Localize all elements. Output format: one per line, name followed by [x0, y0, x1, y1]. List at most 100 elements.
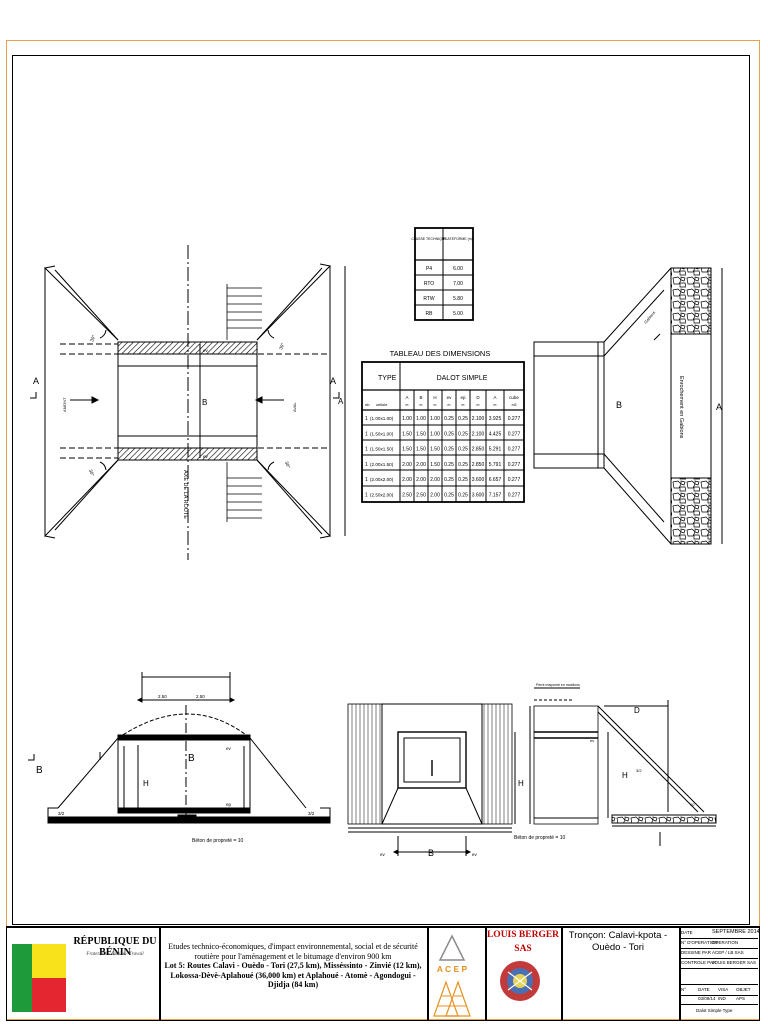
bb-ep: ep — [226, 802, 232, 807]
bottom-note: Dalot Simple Type — [696, 1008, 733, 1013]
svg-text:ev: ev — [447, 395, 453, 400]
svg-text:cube: cube — [509, 395, 519, 400]
dimensions-cell: 0.25 — [444, 493, 454, 499]
dimensions-cell: 1.50 — [416, 447, 426, 453]
dimensions-cell: 5.291 — [489, 447, 502, 453]
dimensions-cell: 1.50 — [402, 431, 412, 437]
dimensions-cell: (1.00x1.00) — [370, 416, 394, 421]
study-cell — [160, 927, 428, 1021]
dim-a-label: A — [338, 397, 344, 406]
dimensions-cell: 0.25 — [458, 462, 468, 468]
head-ev-left: ev — [380, 852, 386, 857]
axis-b-label: B — [188, 753, 195, 764]
info-row: N° D'OPERATION OPERATION — [680, 938, 758, 949]
dimensions-cell: 1 — [365, 493, 368, 499]
lot-text: Lot 5: Routes Calavi - Ouèdo - Tori (27,… — [164, 961, 422, 989]
dimensions-table — [361, 361, 525, 503]
head-elevation — [347, 703, 516, 856]
dimensions-cell: 2.00 — [402, 477, 412, 483]
country-name: RÉPUBLIQUE DU BÉNIN — [73, 936, 157, 958]
axe-route-label: AXE DE LA ROUTE — [182, 470, 188, 519]
classes-table-text: CLASSE TECHNIQUE PLATEFORME (m) P4 6.00 … — [411, 237, 473, 317]
aa-perre-label: Perré maçonné en moellons — [536, 683, 580, 687]
dimensions-table-text: TYPE DALOT SIMPLE nb cellule A B H ev ep… — [365, 375, 519, 407]
dimensions-cell: 1 — [365, 462, 368, 468]
head-ev-right: ev — [472, 852, 478, 857]
svg-text:H: H — [433, 395, 436, 400]
dimensions-cell: 0.25 — [444, 462, 454, 468]
section-cell — [562, 927, 680, 1021]
dimensions-cell: 2.00 — [416, 462, 426, 468]
dimensions-cell: 1.50 — [416, 431, 426, 437]
classes-header-2: PLATEFORME (m) — [443, 237, 473, 241]
svg-text:5.00: 5.00 — [453, 311, 463, 317]
info-cell — [680, 927, 760, 1021]
svg-text:B: B — [419, 395, 422, 400]
svg-text:m: m — [448, 403, 451, 407]
dimensions-cell: 6.657 — [489, 477, 502, 483]
dimensions-cell: 0.25 — [458, 431, 468, 437]
bb-ev: ev — [226, 746, 232, 751]
info-row: DESSINE PAR ACEP / LB SAS — [680, 948, 758, 959]
dimensions-cell: 0.25 — [458, 416, 468, 422]
svg-text:m: m — [406, 403, 409, 407]
aa-dim-d: D — [634, 706, 640, 715]
svg-text:m: m — [462, 403, 465, 407]
svg-text:RTO: RTO — [424, 281, 434, 287]
info-row: CONTROLE PAR LOUIS BERGER SAS — [680, 958, 758, 969]
dimensions-title: TABLEAU DES DIMENSIONS — [390, 349, 491, 358]
dimensions-cell: 0.25 — [458, 493, 468, 499]
aval-label: AVAL — [292, 402, 297, 412]
study-description: Etudes technico-économiques, d'impact en… — [162, 942, 424, 990]
dimensions-cell: 1 — [365, 431, 368, 437]
sheet-border — [6, 40, 760, 1020]
dimensions-cell: 1.00 — [416, 416, 426, 422]
svg-text:A: A — [405, 395, 408, 400]
svg-text:m: m — [494, 403, 497, 407]
plan-labels: A A B A AMONT AVAL AXE DE LA ROUTE ev ev… — [33, 334, 344, 519]
dimensions-cell: 1 — [365, 447, 368, 453]
dimensions-cell: 1 — [365, 416, 368, 422]
svg-text:5.80: 5.80 — [453, 296, 463, 302]
head-dim-b: B — [428, 848, 434, 858]
svg-text:m: m — [477, 403, 480, 407]
country-cell — [6, 927, 160, 1021]
svg-text:TYPE: TYPE — [378, 375, 397, 382]
aa-slope: 3/2 — [636, 768, 642, 773]
elevation-view — [533, 267, 723, 545]
dimensions-cell: 2.50 — [416, 493, 426, 499]
svg-text:RTW: RTW — [423, 296, 435, 302]
dimensions-cell: 0.25 — [458, 447, 468, 453]
dimensions-cell: 0.25 — [444, 416, 454, 422]
angle-tl: 30° — [89, 334, 96, 342]
dim-b-label: B — [202, 398, 207, 407]
amont-label: AMONT — [62, 397, 67, 412]
acep-cell — [428, 927, 486, 1021]
dimensions-cell: (2.00x1.50) — [370, 462, 394, 467]
dimensions-cell: 0.25 — [444, 447, 454, 453]
svg-text:ep: ep — [460, 395, 466, 400]
drawing-frame — [12, 55, 750, 925]
svg-text:P4: P4 — [426, 266, 432, 272]
study-text: Etudes technico-économiques, d'impact en… — [168, 942, 418, 961]
dimensions-cell: (2.50x2.00) — [370, 493, 394, 498]
dimensions-cell: 5.791 — [489, 462, 502, 468]
section-aa-labels: D H ev Béton de propreté = 10 Perré maço… — [514, 683, 695, 841]
svg-text:6.00: 6.00 — [453, 266, 463, 272]
angle-bl: 30° — [88, 469, 95, 477]
dimensions-cell: 1.00 — [430, 431, 440, 437]
dimensions-cell: 1.00 — [402, 416, 412, 422]
enrochement-label: Enrochement en Gabions — [678, 376, 684, 439]
gabion-label: Gabions — [643, 310, 656, 325]
section-a-left: A — [33, 376, 39, 386]
svg-text:A: A — [493, 395, 496, 400]
firm-logo — [500, 961, 540, 1001]
dimensions-cell: 0.25 — [458, 477, 468, 483]
dimensions-cell: 1.50 — [402, 447, 412, 453]
dimensions-cell: (1.50x1.50) — [370, 447, 394, 452]
info-row: DATE SEPTEMBRE 2014 — [680, 928, 760, 939]
dimensions-cell: 2.00 — [430, 493, 440, 499]
section-a-right: A — [330, 376, 336, 386]
head-elevation-labels: B H ev ev — [380, 779, 524, 858]
